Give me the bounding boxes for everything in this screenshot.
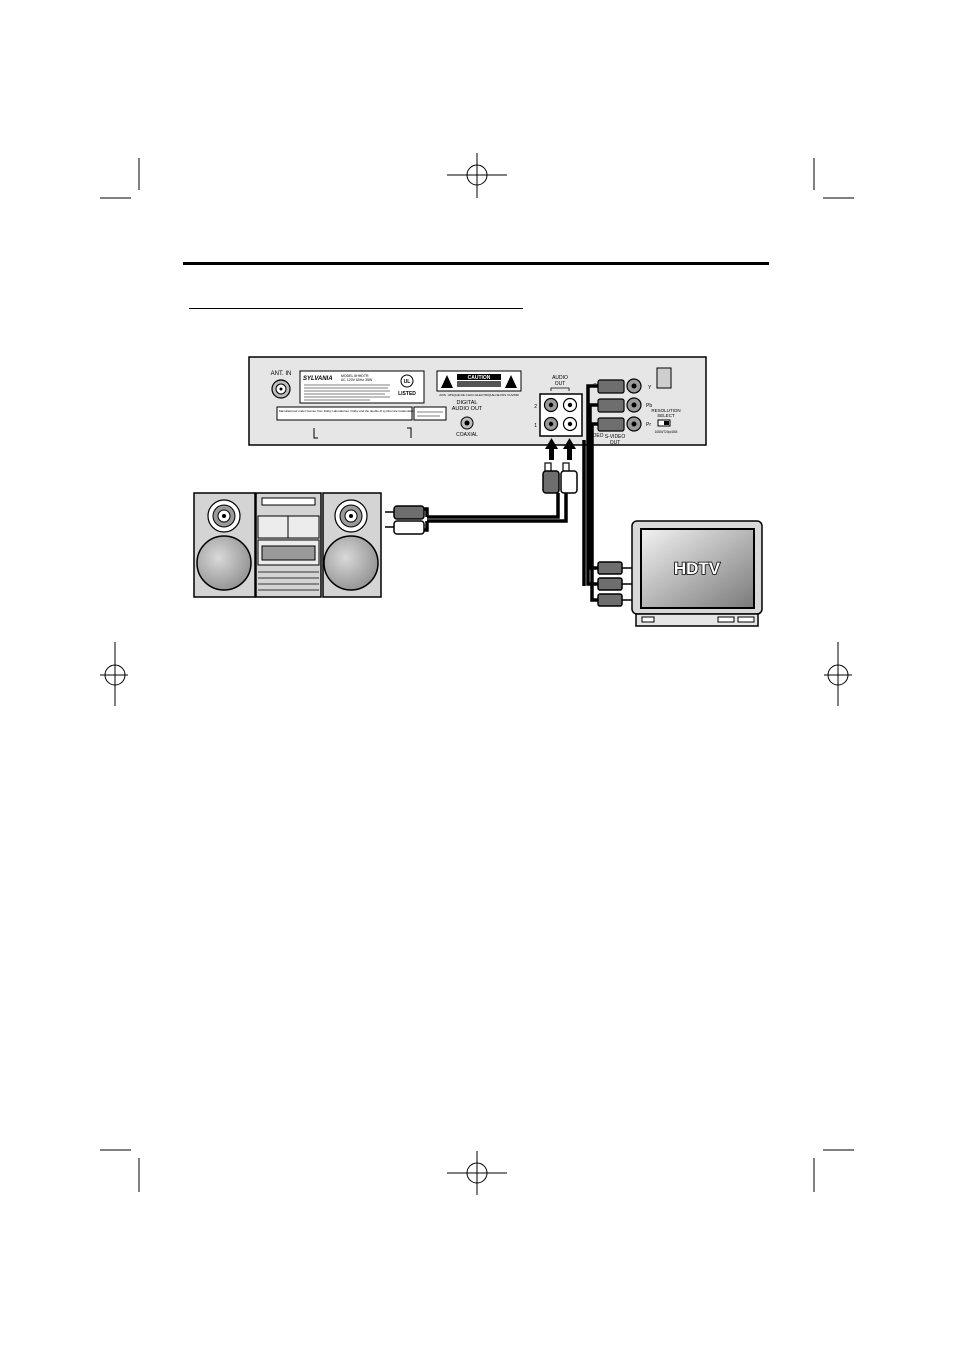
hdtv: HDTV (631, 520, 763, 627)
coaxial-label: COAXIAL (456, 432, 478, 438)
registration-target-left (100, 642, 128, 706)
pb-label: Pb (646, 403, 652, 409)
caution-title: CAUTION (468, 375, 491, 381)
audio-plugs-receiver-end (542, 462, 578, 494)
ant-in-label: ANT. IN (271, 371, 292, 377)
caution-subtext: AVIS : RISQUE DE CHOC ELECTRIQUE-NE PAS … (439, 393, 519, 397)
model-line-1: MODEL 6HHDTR (341, 374, 369, 378)
component-cable (582, 384, 598, 602)
svideo-out-label-1: S-VIDEO (605, 434, 626, 440)
registration-target-right (824, 642, 852, 706)
resolution-modes: 1080i/720p/480i (655, 430, 678, 434)
audio-channel-2: 2 (534, 404, 537, 410)
ant-in-jack (271, 379, 291, 399)
component-plugs-tv-end (597, 561, 632, 607)
audio-cable (427, 493, 568, 523)
brand-logo: SYLVANIA (303, 376, 333, 382)
hdtv-label: HDTV (674, 559, 721, 578)
audio-out-label-1: AUDIO (552, 375, 568, 381)
digital-audio-out-label-1: DIGITAL (457, 400, 478, 406)
listed-label: LISTED (398, 391, 416, 397)
dolby-note: Manufactured under license from Dolby La… (279, 409, 444, 413)
section-underline (189, 308, 523, 309)
dolby-note-box (276, 406, 413, 421)
audio-channel-1: 1 (534, 423, 537, 429)
resolution-select-1: RESOLUTION (651, 408, 680, 413)
svg-text:UL: UL (404, 379, 411, 385)
ul-logo (400, 374, 414, 388)
audio-out-label-2: OUT (555, 381, 566, 387)
digital-audio-out-label-2: AUDIO OUT (452, 406, 483, 412)
insert-arrows (545, 438, 576, 460)
vent (656, 367, 672, 389)
stereo-system (193, 492, 382, 598)
registration-target-bottom (447, 1151, 507, 1195)
component-plugs (597, 379, 625, 432)
registration-target-top (447, 153, 507, 198)
header-rule (183, 262, 769, 265)
audio-jacks (543, 397, 578, 432)
receiver-rear-panel: ANT. IN SYLVANIA MODEL 6HHDTR AC 120V 60… (248, 356, 707, 446)
component-jacks (626, 378, 642, 432)
video-label: VIDEO (588, 433, 604, 439)
audio-plugs-stereo-end (385, 505, 429, 535)
resolution-select-2: SELECT (657, 413, 675, 418)
model-line-2: AC 120V 60Hz 35W (341, 378, 373, 382)
y-label: Y (648, 385, 652, 391)
coaxial-jack (460, 416, 474, 430)
pr-label: Pr (646, 422, 651, 428)
svideo-out-label-2: OUT (610, 440, 621, 446)
